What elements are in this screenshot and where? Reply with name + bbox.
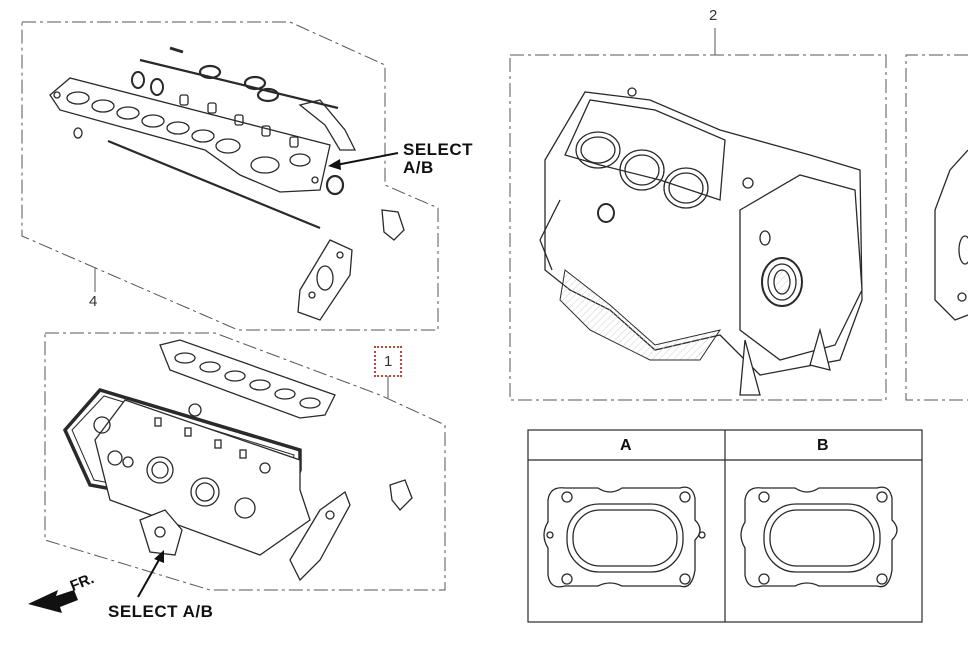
gasket-option-a xyxy=(543,486,706,588)
gasket-option-b xyxy=(740,486,898,588)
select-ab-label-bottom: SELECT A/B xyxy=(108,602,214,621)
callout-item-1[interactable]: 1 xyxy=(374,346,403,377)
select-ab-label-top-line2: A/B xyxy=(403,158,434,177)
kit-4-parts xyxy=(49,46,405,321)
select-ab-top-arrow xyxy=(328,152,399,170)
callout-item-2: 2 xyxy=(709,7,718,24)
option-table xyxy=(527,429,923,623)
kit-3-frame xyxy=(905,54,968,401)
kit-2-frame xyxy=(509,54,887,401)
kit-3-drawing-partial xyxy=(934,149,968,321)
select-ab-bottom-arrow xyxy=(137,550,164,598)
engine-block-drawing xyxy=(539,87,863,396)
callout-item-4: 4 xyxy=(89,293,98,310)
option-a-header: A xyxy=(620,437,632,454)
kit-4-frame xyxy=(21,21,439,331)
front-direction-arrow xyxy=(28,590,78,613)
option-b-header: B xyxy=(817,437,829,454)
kit-1-frame xyxy=(44,332,446,591)
kit-1-parts xyxy=(62,339,413,582)
select-ab-label-top-line1: SELECT xyxy=(403,140,474,159)
select-ab-label-top: SELECT A/B xyxy=(403,141,473,177)
